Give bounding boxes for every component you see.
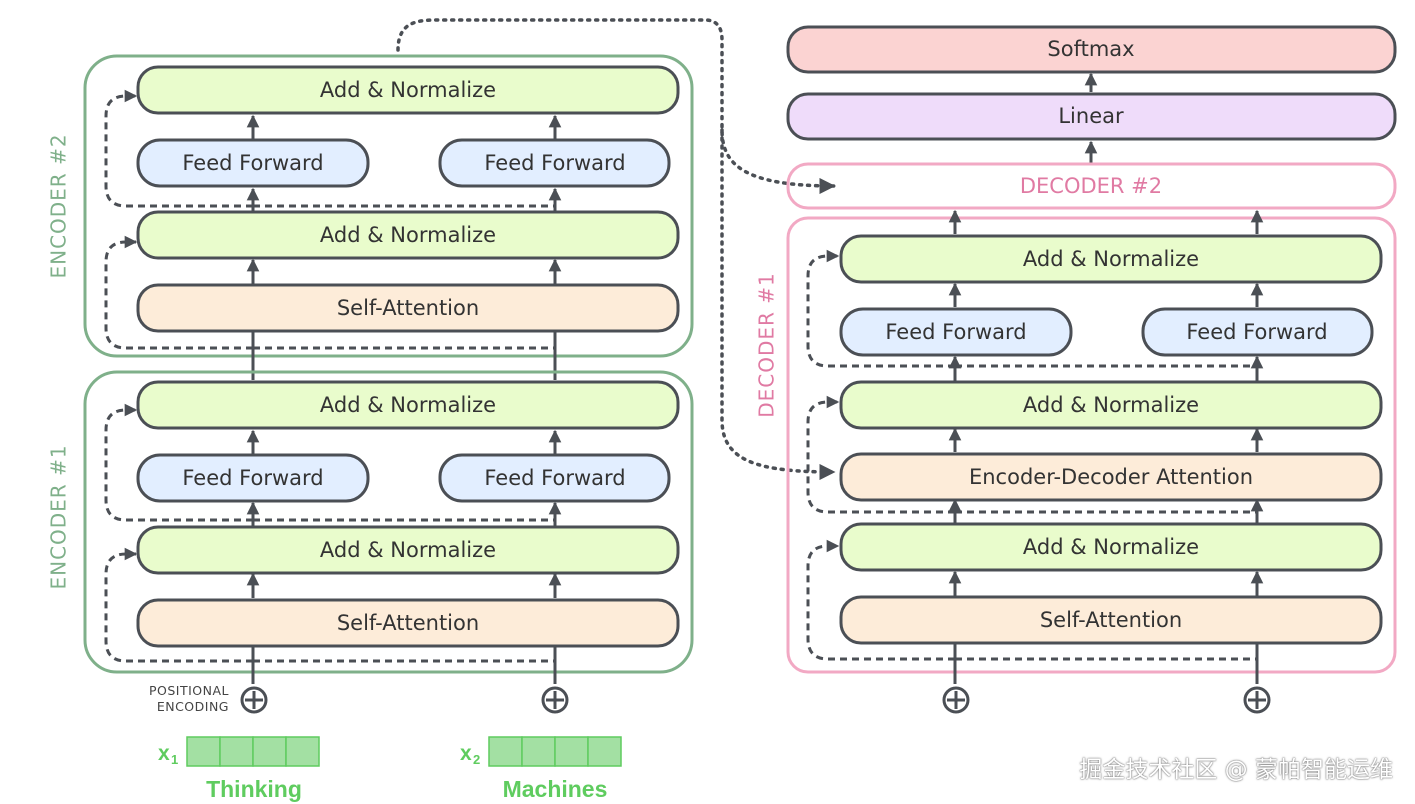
encoder1-add-norm-top-label: Add & Normalize — [320, 393, 496, 417]
encoder2-feed-forward-right: Feed Forward — [438, 138, 671, 188]
positional-encoding-label-line1: POSITIONAL — [149, 683, 229, 698]
encoder2-container — [83, 54, 694, 358]
decoder2-label: DECODER #2 — [1020, 174, 1162, 198]
encoder2-self-attention-label: Self-Attention — [337, 296, 479, 320]
decoder1-feed-forward-right-label: Feed Forward — [1186, 320, 1327, 344]
encoder2-feed-forward-right-label: Feed Forward — [484, 151, 625, 175]
input-word-2: Machines — [503, 776, 608, 802]
encoder2-add-norm-top-label: Add & Normalize — [320, 78, 496, 102]
encoder1-container — [83, 370, 694, 674]
embedding-vector-1 — [186, 736, 320, 767]
encoder1-self-attention: Self-Attention — [136, 598, 680, 648]
encoder2-label: ENCODER #2 — [47, 133, 71, 278]
decoder1-residual-lines — [806, 249, 1257, 661]
input-sub-2: 2 — [473, 752, 480, 767]
decoder1-label: DECODER #1 — [755, 272, 779, 418]
encoder2-flow-arrows — [246, 114, 562, 380]
plus-circle-icon — [240, 686, 268, 714]
decoder1-enc-dec-attention-label: Encoder-Decoder Attention — [969, 465, 1253, 489]
softmax-box: Softmax — [786, 25, 1397, 74]
decoder1-add-norm-mid-label: Add & Normalize — [1023, 393, 1199, 417]
encoder2-feed-forward-left: Feed Forward — [136, 138, 370, 188]
decoder1-container — [786, 216, 1397, 674]
plus-circle-icon — [541, 686, 569, 714]
encoder1-feed-forward-left-label: Feed Forward — [182, 466, 323, 490]
decoder1-self-attention: Self-Attention — [839, 595, 1383, 645]
embedding-vector-2 — [488, 736, 622, 767]
linear-label: Linear — [1058, 104, 1124, 128]
decoder1-enc-dec-attention: Encoder-Decoder Attention — [839, 452, 1383, 502]
plus-circle-icon — [1243, 686, 1271, 714]
encoder2-feed-forward-left-label: Feed Forward — [182, 151, 323, 175]
decoder2-box: DECODER #2 — [786, 162, 1397, 210]
encoder1-feed-forward-right: Feed Forward — [438, 453, 671, 503]
encoder1-add-norm-bottom: Add & Normalize — [136, 525, 680, 575]
plus-circle-icon — [942, 686, 970, 714]
encoder2-self-attention: Self-Attention — [136, 283, 680, 333]
decoder1-add-norm-top-label: Add & Normalize — [1023, 247, 1199, 271]
decoder1-feed-forward-right: Feed Forward — [1141, 307, 1374, 357]
decoder1-add-norm-bottom-label: Add & Normalize — [1023, 535, 1199, 559]
input-var-2: x — [460, 742, 472, 765]
encoder2-residual-lines — [104, 89, 555, 350]
encoder1-add-norm-top: Add & Normalize — [136, 380, 680, 430]
input-sub-1: 1 — [171, 752, 178, 767]
input-token-2: x 2 Machines — [460, 736, 622, 802]
decoder1-feed-forward-left-label: Feed Forward — [885, 320, 1026, 344]
linear-box: Linear — [786, 92, 1397, 141]
encoder1-self-attention-label: Self-Attention — [337, 611, 479, 635]
positional-encoding-label-line2: ENCODING — [157, 699, 229, 714]
encoder1-add-norm-bottom-label: Add & Normalize — [320, 538, 496, 562]
input-var-1: x — [158, 742, 170, 765]
encoder-output-connection-2 — [720, 128, 836, 481]
encoder2-add-norm-top: Add & Normalize — [136, 65, 680, 115]
encoder1-feed-forward-right-label: Feed Forward — [484, 466, 625, 490]
encoder1-label: ENCODER #1 — [47, 444, 71, 589]
encoder1-residual-lines — [104, 403, 555, 663]
encoder-output-connection — [396, 18, 836, 195]
decoder1-self-attention-label: Self-Attention — [1040, 608, 1182, 632]
input-word-1: Thinking — [206, 776, 302, 802]
input-token-1: x 1 Thinking — [158, 736, 320, 802]
watermark: 掘金技术社区 @ 蒙帕智能运维 — [1079, 757, 1393, 783]
encoder2-add-norm-bottom-label: Add & Normalize — [320, 223, 496, 247]
decoder1-add-norm-mid: Add & Normalize — [839, 380, 1383, 430]
softmax-label: Softmax — [1047, 37, 1134, 61]
encoder1-feed-forward-left: Feed Forward — [136, 453, 370, 503]
encoder2-add-norm-bottom: Add & Normalize — [136, 210, 680, 260]
decoder1-feed-forward-left: Feed Forward — [839, 307, 1073, 357]
decoder1-add-norm-top: Add & Normalize — [839, 234, 1383, 284]
decoder1-add-norm-bottom: Add & Normalize — [839, 522, 1383, 572]
